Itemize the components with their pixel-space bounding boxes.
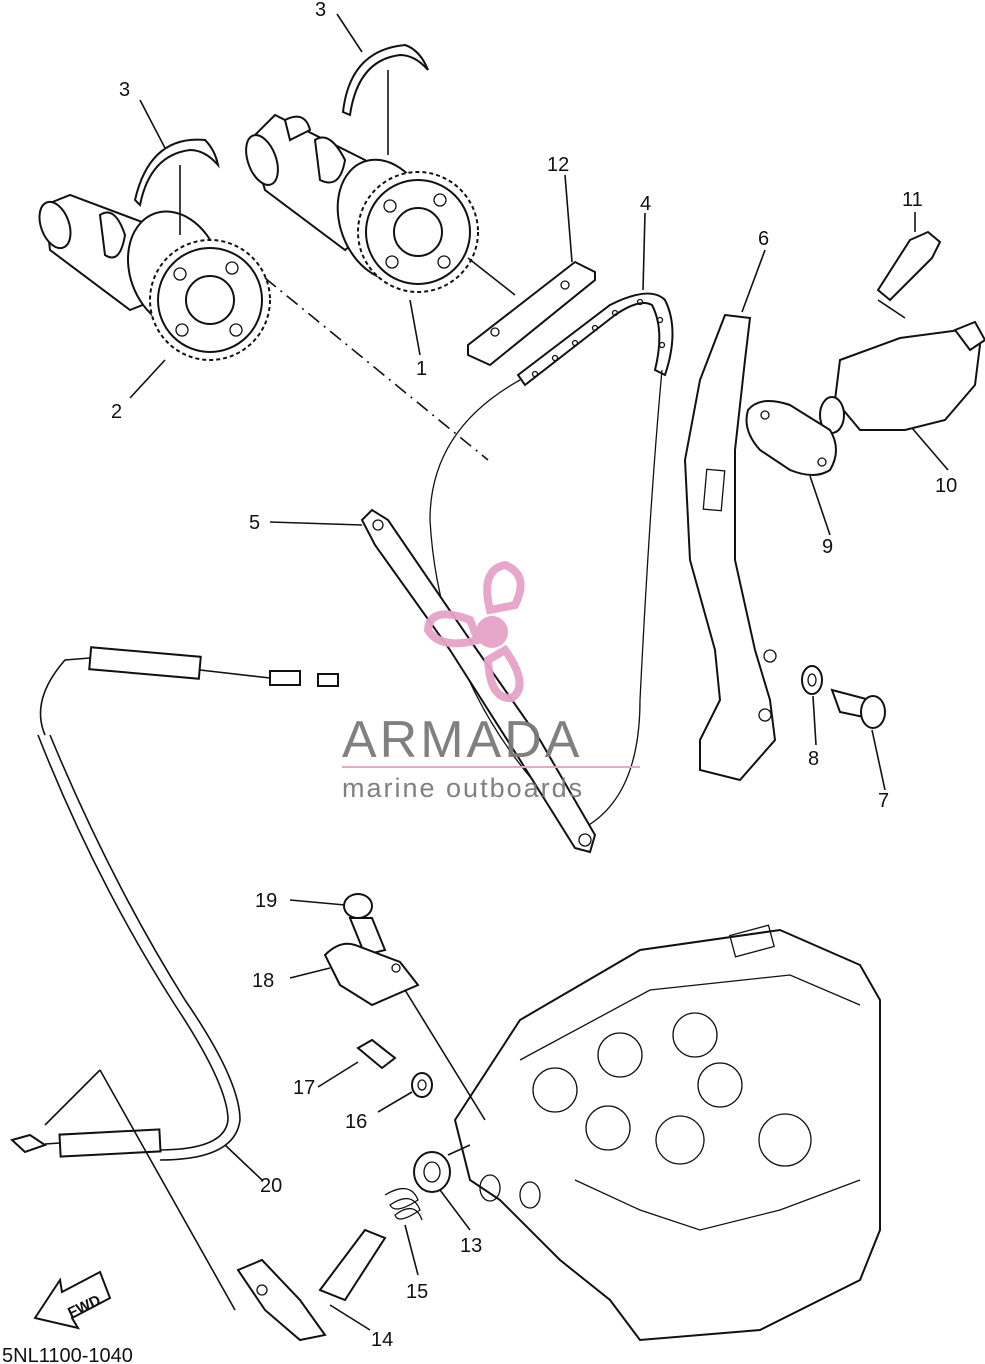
callout-12: 12 [547,154,569,176]
callout-17: 17 [293,1077,315,1099]
callout-19: 19 [255,890,277,912]
decompression-cable [10,646,339,1161]
callout-8: 8 [808,748,819,770]
chain-guide-12 [467,260,596,367]
callout-labels: 3 3 2 1 12 4 6 11 10 9 5 8 7 19 18 17 16… [111,0,957,1351]
spring-15 [384,1188,423,1221]
callout-4: 4 [640,193,651,215]
callout-16: 16 [345,1111,367,1133]
callout-13: 13 [460,1235,482,1257]
circlip-left [133,138,220,208]
oil-seal-13 [413,1151,451,1193]
callout-5: 5 [249,512,260,534]
callout-1: 1 [416,358,427,380]
watermark-brand: ARMADA [342,711,582,769]
washer-8 [801,665,823,695]
leader-lines [44,13,949,1331]
chain-tensioner [819,320,985,434]
callout-14: 14 [371,1329,393,1351]
callout-9: 9 [822,536,833,558]
callout-6: 6 [758,228,769,250]
bolt-7 [830,688,886,729]
callout-7: 7 [878,790,889,812]
camshaft-sprocket-left [149,239,271,361]
bolt-19 [343,893,387,957]
callout-11: 11 [902,189,923,211]
circlip-right [341,43,429,117]
fwd-arrow: FWD [33,1270,112,1330]
callout-20: 20 [260,1175,282,1197]
bolt-17 [356,1038,397,1070]
decompression-shaft-14 [236,1228,387,1342]
watermark-tagline: marine outboards [342,773,584,803]
callout-18: 18 [252,970,274,992]
callout-3-left: 3 [119,79,130,101]
tensioner-gasket [745,400,837,476]
bracket-18 [323,942,420,1007]
camshaft-sprocket-right [357,171,479,293]
callout-3-top: 3 [315,0,326,21]
chain-guide-6 [683,313,777,782]
footer-code: 5NL1100-1040 [2,1345,133,1364]
tensioner-bolt [876,230,942,302]
callout-10: 10 [935,475,957,497]
callout-15: 15 [406,1281,428,1303]
armada-watermark: ARMADA marine outboards [342,560,640,803]
washer-16 [411,1072,433,1098]
callout-2: 2 [111,401,122,423]
propeller-logo-icon [423,560,525,703]
cylinder-head [453,924,881,1342]
